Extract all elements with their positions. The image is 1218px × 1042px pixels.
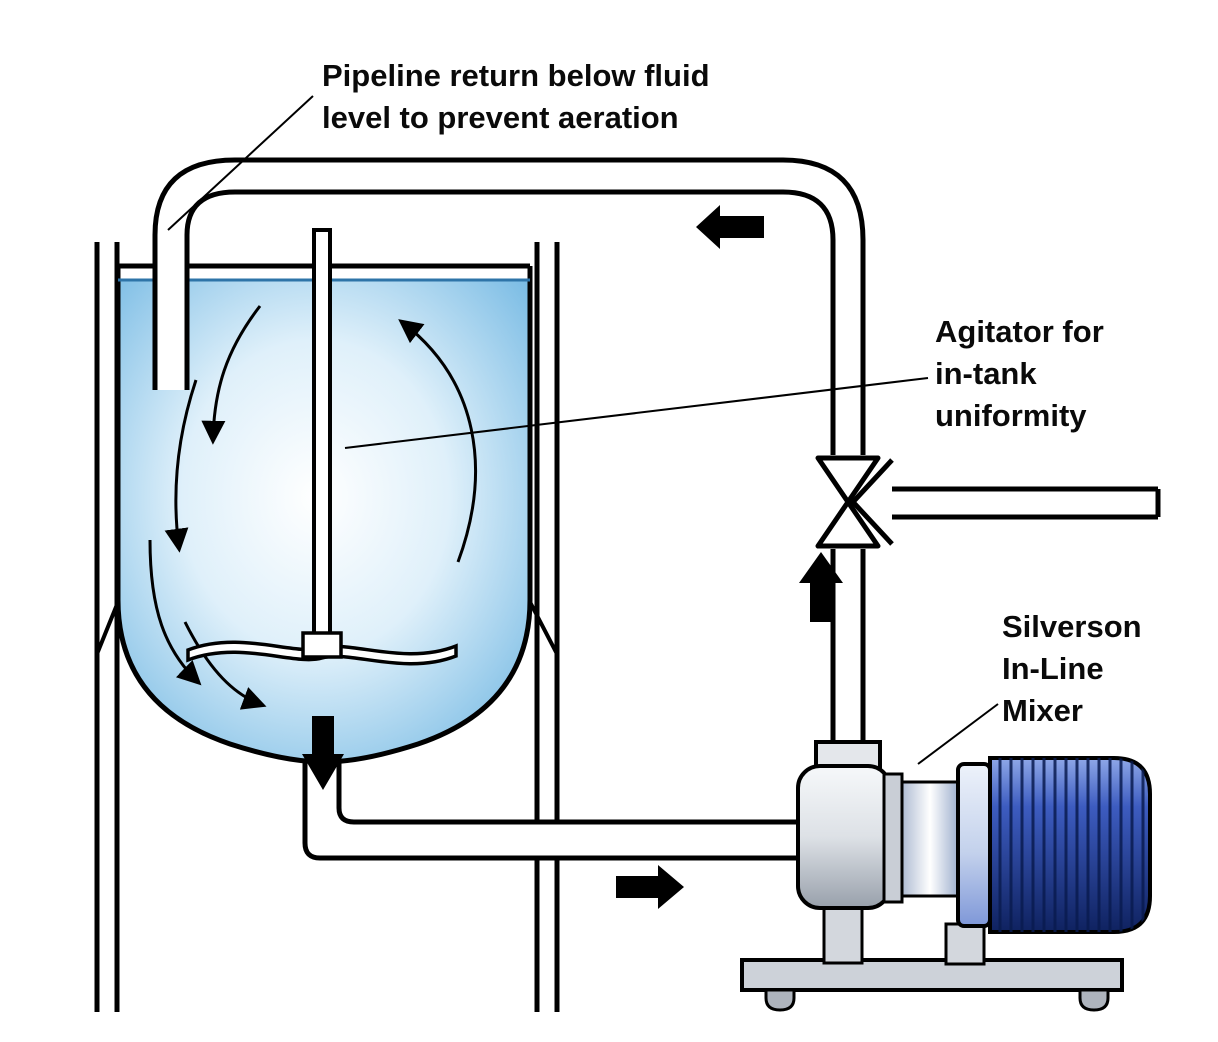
motor-bracket xyxy=(944,922,986,966)
flow-arrow-right-icon xyxy=(616,865,684,909)
outlet-pipe xyxy=(302,760,802,861)
pump-casing xyxy=(796,764,892,910)
outlet-pipe-outer-edge xyxy=(302,760,802,861)
circulation-arrow-icon xyxy=(201,305,262,445)
motor-ribs xyxy=(998,758,1145,932)
pump-flange-ring xyxy=(882,772,904,904)
stand-brace-right xyxy=(528,601,559,655)
label-pipeline-return-line1: Pipeline return below fluid xyxy=(322,58,710,93)
fluid-circulation-arrows xyxy=(148,305,477,710)
outlet-pipe-fill xyxy=(305,763,802,858)
flow-arrow-down-icon xyxy=(302,716,344,790)
motor-end-bell xyxy=(956,762,992,928)
label-agitator-line2: in-tank xyxy=(935,356,1037,391)
label-agitator-line1: Agitator for xyxy=(935,314,1104,349)
label-agitator-line3: uniformity xyxy=(935,398,1087,433)
inlet-pipe-fill xyxy=(862,491,1158,515)
circulation-arrow-icon xyxy=(164,379,198,553)
base-foot-right xyxy=(1078,988,1110,1012)
spacer xyxy=(900,780,960,898)
return-pipeline xyxy=(152,157,866,752)
inline-mixer xyxy=(740,740,1152,1012)
outlet-pipe-inner-edge xyxy=(336,760,802,825)
return-pipe-inner-edge xyxy=(184,189,836,750)
valve-icon xyxy=(815,455,881,549)
label-mixer-line2: In-Line xyxy=(1002,651,1104,686)
circulation-arrow-icon xyxy=(148,539,202,686)
circulation-arrow-icon xyxy=(183,621,267,710)
base-foot-left xyxy=(764,988,796,1012)
pump-pedestal xyxy=(822,903,864,965)
tank-leg-right xyxy=(534,242,560,1012)
impeller-hub xyxy=(301,631,343,659)
flow-arrow-left-icon xyxy=(696,205,764,249)
inlet-chevron-icon xyxy=(849,458,894,546)
inlet-pipe xyxy=(878,486,1161,520)
agitator xyxy=(186,228,458,666)
leader-lines xyxy=(167,95,999,765)
return-pipe-outer-edge xyxy=(152,157,866,750)
circulation-arrow-icon xyxy=(398,319,477,563)
leader-line-pipeline-return xyxy=(167,95,314,231)
motor-body xyxy=(988,756,1152,934)
label-mixer-line3: Mixer xyxy=(1002,693,1083,728)
inlet-valve-assembly xyxy=(815,455,1161,549)
stand-brace-left xyxy=(95,601,120,655)
label-mixer-line1: Silverson xyxy=(1002,609,1142,644)
label-pipeline-return-line2: level to prevent aeration xyxy=(322,100,679,135)
flow-arrows xyxy=(302,205,843,909)
annotations: Pipeline return below fluid level to pre… xyxy=(322,58,1142,728)
leader-line-agitator xyxy=(344,377,929,449)
mixer-base-plate xyxy=(740,958,1124,992)
flow-arrow-up-icon xyxy=(799,552,843,622)
leader-line-mixer xyxy=(917,703,999,765)
agitator-shaft xyxy=(312,228,332,652)
